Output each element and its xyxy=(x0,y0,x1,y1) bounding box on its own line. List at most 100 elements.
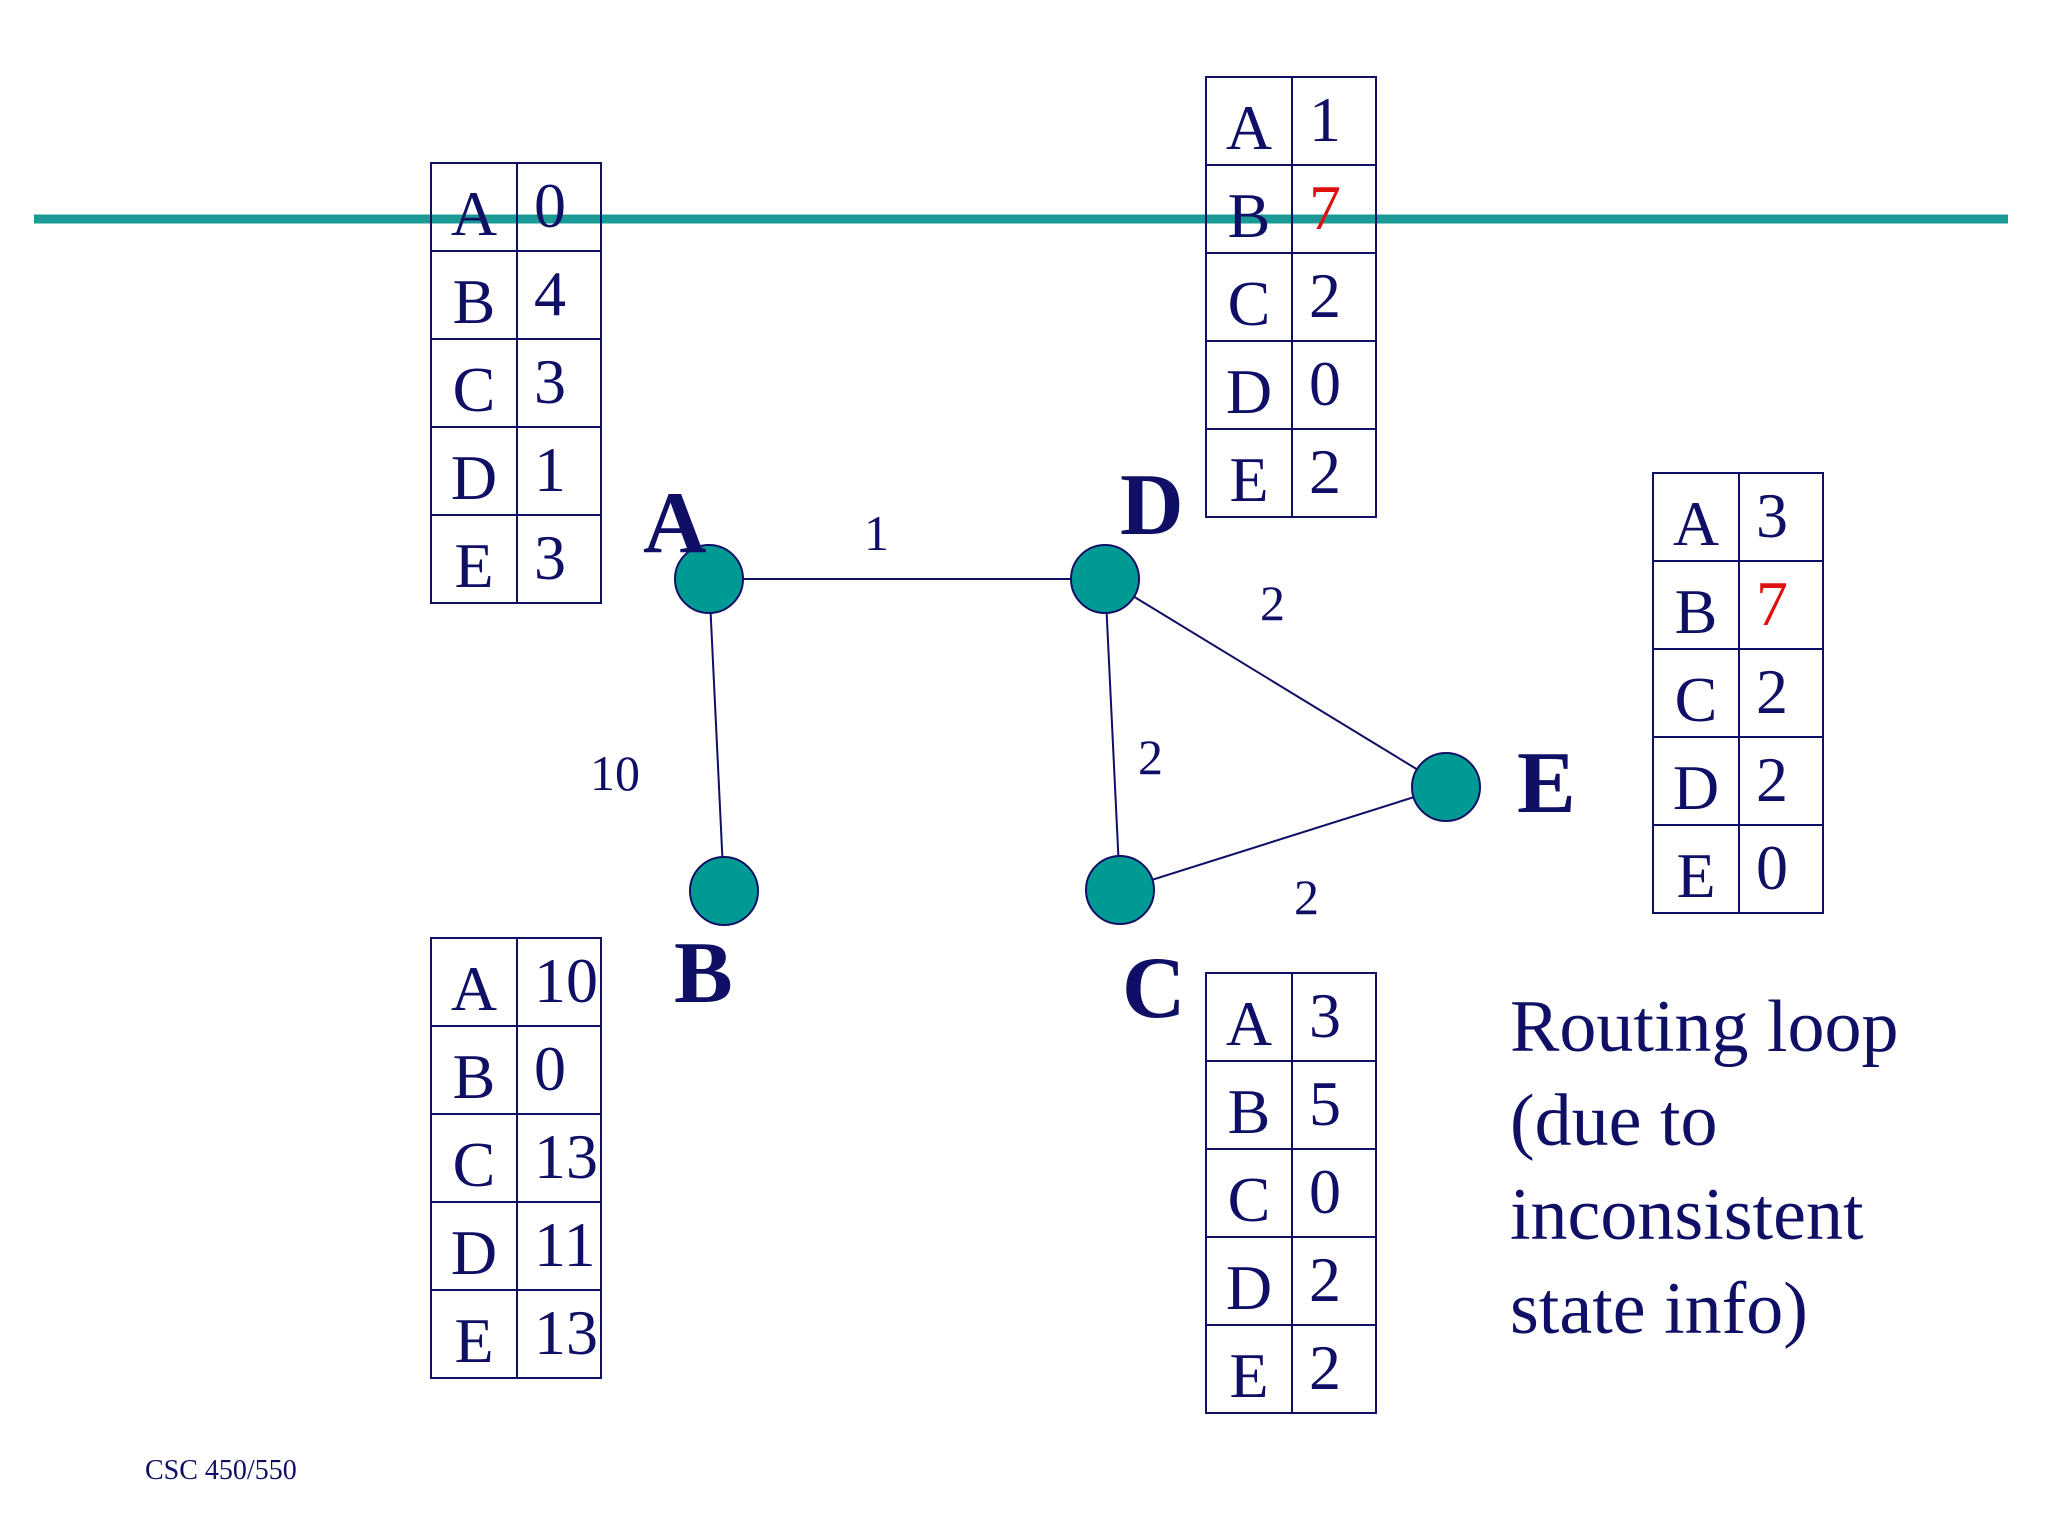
destination-cell: B xyxy=(1205,1060,1293,1150)
cost-cell: 13 xyxy=(516,1113,602,1203)
cost-cell: 3 xyxy=(516,514,602,604)
cost-cell: 3 xyxy=(1738,472,1824,562)
node-c xyxy=(1085,855,1155,925)
destination-cell: E xyxy=(1205,1324,1293,1414)
node-b xyxy=(689,856,759,926)
destination-cell: E xyxy=(430,1289,518,1379)
cost-cell: 4 xyxy=(516,250,602,340)
caption-line: (due to xyxy=(1510,1080,1718,1162)
cost-cell: 2 xyxy=(1291,428,1377,518)
destination-cell: B xyxy=(430,250,518,340)
destination-cell: C xyxy=(430,1113,518,1203)
destination-cell: A xyxy=(1205,76,1293,166)
edge-a-b xyxy=(708,578,725,892)
cost-cell: 3 xyxy=(1291,972,1377,1062)
cost-cell: 1 xyxy=(1291,76,1377,166)
destination-cell: B xyxy=(1652,560,1740,650)
cost-cell: 13 xyxy=(516,1289,602,1379)
cost-cell: 0 xyxy=(516,1025,602,1115)
caption: Routing loop (due to inconsistent state … xyxy=(1510,980,1899,1356)
caption-line: Routing loop xyxy=(1510,986,1899,1068)
node-a xyxy=(674,544,744,614)
node-e-label: E xyxy=(1517,735,1576,832)
caption-line: state info) xyxy=(1510,1268,1808,1350)
destination-cell: C xyxy=(1205,1148,1293,1238)
destination-cell: B xyxy=(430,1025,518,1115)
destination-cell: E xyxy=(1652,824,1740,914)
destination-cell: C xyxy=(1652,648,1740,738)
cost-cell: 0 xyxy=(1291,340,1377,430)
cost-cell: 5 xyxy=(1291,1060,1377,1150)
cost-cell: 2 xyxy=(1291,1236,1377,1326)
edge-d-c-label: 2 xyxy=(1138,729,1163,785)
cost-cell-changed: 7 xyxy=(1738,560,1824,650)
cost-cell: 2 xyxy=(1738,648,1824,738)
edge-d-e-label: 2 xyxy=(1260,575,1285,631)
destination-cell: A xyxy=(1652,472,1740,562)
caption-line: inconsistent xyxy=(1510,1174,1864,1256)
node-b-label: B xyxy=(674,925,733,1022)
node-a-label: A xyxy=(643,475,707,572)
edge-c-e xyxy=(1119,786,1447,891)
cost-cell: 1 xyxy=(516,426,602,516)
cost-cell: 10 xyxy=(516,937,602,1027)
cost-cell: 2 xyxy=(1291,1324,1377,1414)
destination-cell: E xyxy=(1205,428,1293,518)
destination-cell: D xyxy=(430,426,518,516)
cost-cell: 3 xyxy=(516,338,602,428)
node-d xyxy=(1070,544,1140,614)
cost-cell: 0 xyxy=(1738,824,1824,914)
node-d-label: D xyxy=(1120,457,1184,554)
node-e xyxy=(1411,752,1481,822)
destination-cell: D xyxy=(1205,1236,1293,1326)
edge-c-e-label: 2 xyxy=(1294,869,1319,925)
cost-cell: 11 xyxy=(516,1201,602,1291)
cost-cell: 0 xyxy=(1291,1148,1377,1238)
destination-cell: A xyxy=(1205,972,1293,1062)
destination-cell: C xyxy=(430,338,518,428)
edge-d-c xyxy=(1104,578,1121,891)
cost-cell: 2 xyxy=(1738,736,1824,826)
destination-cell: C xyxy=(1205,252,1293,342)
edge-a-d-label: 1 xyxy=(864,505,889,561)
destination-cell: E xyxy=(430,514,518,604)
footer-course-code: CSC 450/550 xyxy=(145,1455,297,1486)
edge-d-e xyxy=(1104,578,1447,788)
cost-cell-changed: 7 xyxy=(1291,164,1377,254)
destination-cell: A xyxy=(430,162,518,252)
cost-cell: 2 xyxy=(1291,252,1377,342)
destination-cell: D xyxy=(430,1201,518,1291)
node-c-label: C xyxy=(1122,940,1186,1037)
edge-a-b-label: 10 xyxy=(590,745,640,801)
destination-cell: B xyxy=(1205,164,1293,254)
